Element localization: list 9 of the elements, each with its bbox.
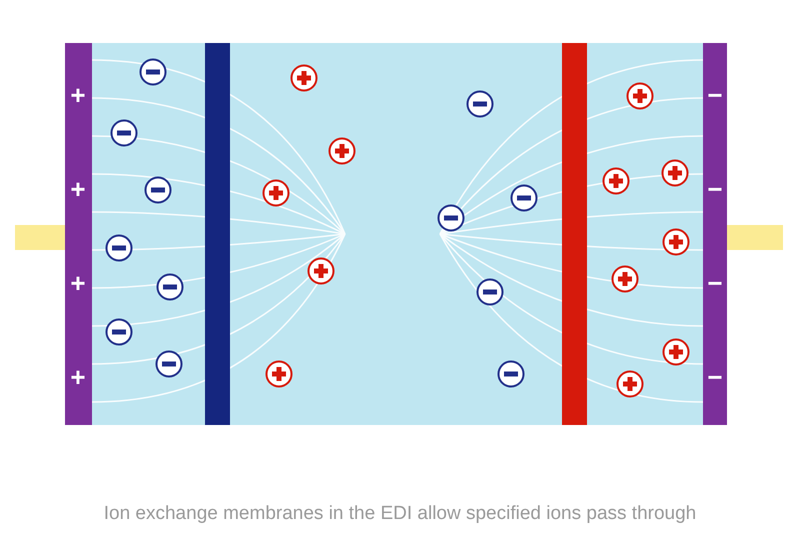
electrode-polarity-sign: + (69, 364, 87, 390)
electrode-polarity-sign: + (69, 270, 87, 296)
electrode-polarity-sign: − (706, 364, 724, 390)
electrode-polarity-sign: − (706, 270, 724, 296)
electrode-polarity-sign: − (706, 82, 724, 108)
electrode-polarity-sign: + (69, 176, 87, 202)
caption: Ion exchange membranes in the EDI allow specified ions pass through (102, 503, 698, 525)
electrode-polarity-sign: + (69, 82, 87, 108)
electrode-polarity-sign: − (706, 176, 724, 202)
